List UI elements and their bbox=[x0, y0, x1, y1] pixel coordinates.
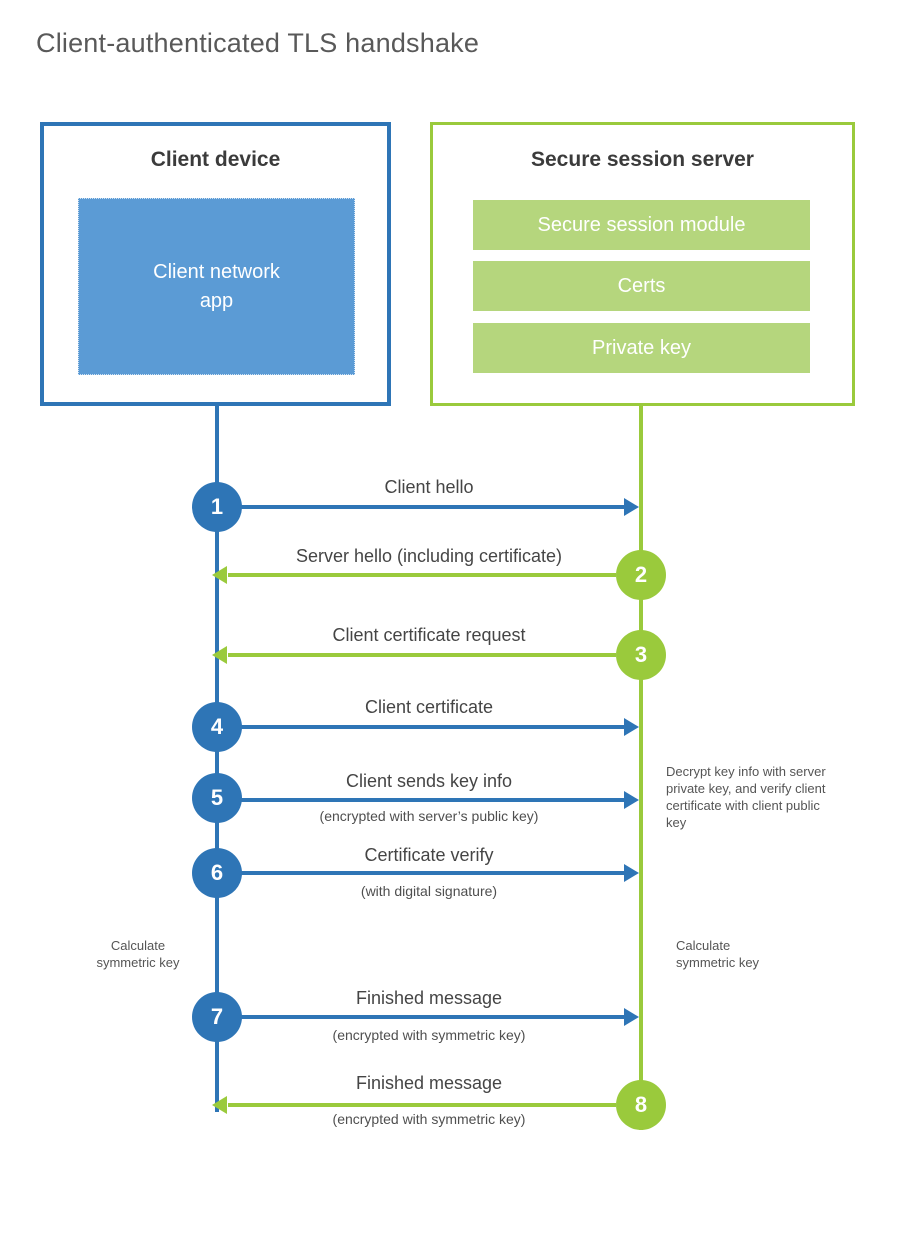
message-label: Server hello (including certificate) bbox=[295, 546, 563, 566]
message-arrow-line bbox=[228, 1103, 616, 1107]
message-sublabel: (encrypted with symmetric key) bbox=[332, 1027, 526, 1043]
arrow-left-icon bbox=[212, 646, 227, 664]
message-label: Client hello bbox=[384, 477, 474, 497]
message-arrow-line bbox=[240, 725, 625, 729]
message-label: Finished message bbox=[355, 988, 503, 1008]
step-circle: 7 bbox=[192, 992, 242, 1042]
step-circle: 2 bbox=[616, 550, 666, 600]
step-circle: 6 bbox=[192, 848, 242, 898]
secure-session-server-title: Secure session server bbox=[531, 148, 754, 171]
client-device-title: Client device bbox=[150, 148, 281, 171]
arrow-right-icon bbox=[624, 791, 639, 809]
message-arrow-line bbox=[228, 573, 616, 577]
step-circle: 4 bbox=[192, 702, 242, 752]
step-circle: 5 bbox=[192, 773, 242, 823]
client-lifeline bbox=[215, 404, 219, 1112]
message-label: Certificate verify bbox=[364, 845, 494, 865]
arrow-right-icon bbox=[624, 498, 639, 516]
message-label: Client certificate request bbox=[332, 625, 526, 645]
server-module-secure-session: Secure session module bbox=[473, 200, 810, 250]
message-label: Client sends key info bbox=[345, 771, 513, 791]
message-arrow-line bbox=[240, 798, 625, 802]
page-title: Client-authenticated TLS handshake bbox=[36, 28, 480, 58]
arrow-right-icon bbox=[624, 718, 639, 736]
message-label: Client certificate bbox=[364, 697, 494, 717]
arrow-left-icon bbox=[212, 566, 227, 584]
step-circle: 8 bbox=[616, 1080, 666, 1130]
message-arrow-line bbox=[240, 871, 625, 875]
client-calculate-symmetric-key-note: Calculate symmetric key bbox=[96, 938, 180, 971]
arrow-right-icon bbox=[624, 864, 639, 882]
message-sublabel: (encrypted with symmetric key) bbox=[332, 1111, 526, 1127]
server-decrypt-note: Decrypt key info with server private key… bbox=[666, 764, 826, 831]
step-circle: 1 bbox=[192, 482, 242, 532]
arrow-right-icon bbox=[624, 1008, 639, 1026]
message-sublabel: (with digital signature) bbox=[360, 883, 498, 899]
message-sublabel: (encrypted with server’s public key) bbox=[319, 808, 539, 824]
message-arrow-line bbox=[240, 1015, 625, 1019]
message-arrow-line bbox=[228, 653, 616, 657]
server-module-private-key: Private key bbox=[473, 323, 810, 373]
server-lifeline bbox=[639, 404, 643, 1130]
message-arrow-line bbox=[240, 505, 625, 509]
client-network-app-box: Client network app bbox=[78, 198, 355, 375]
message-label: Finished message bbox=[355, 1073, 503, 1093]
server-calculate-symmetric-key-note: Calculate symmetric key bbox=[676, 938, 760, 971]
server-module-certs: Certs bbox=[473, 261, 810, 311]
step-circle: 3 bbox=[616, 630, 666, 680]
arrow-left-icon bbox=[212, 1096, 227, 1114]
